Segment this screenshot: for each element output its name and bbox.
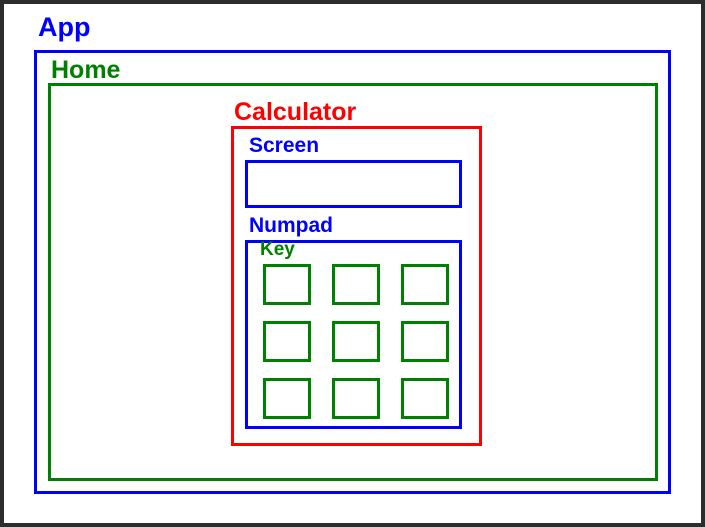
key-button[interactable]: [332, 264, 380, 305]
key-label: Key: [260, 239, 295, 260]
numpad-label: Numpad: [249, 214, 333, 237]
key-grid: [263, 264, 451, 419]
key-button[interactable]: [401, 264, 449, 305]
key-button[interactable]: [263, 264, 311, 305]
numpad-container: [245, 240, 462, 429]
key-button[interactable]: [401, 321, 449, 362]
app-label: App: [38, 12, 91, 42]
key-button[interactable]: [332, 378, 380, 419]
app-container: [34, 50, 671, 494]
calculator-label: Calculator: [234, 98, 357, 126]
home-label: Home: [51, 56, 121, 84]
home-container: [48, 83, 658, 481]
calculator-container: [231, 126, 482, 446]
key-button[interactable]: [263, 378, 311, 419]
key-button[interactable]: [401, 378, 449, 419]
key-button[interactable]: [263, 321, 311, 362]
key-button[interactable]: [332, 321, 380, 362]
screen-label: Screen: [249, 134, 320, 157]
screen-display[interactable]: [245, 160, 462, 208]
